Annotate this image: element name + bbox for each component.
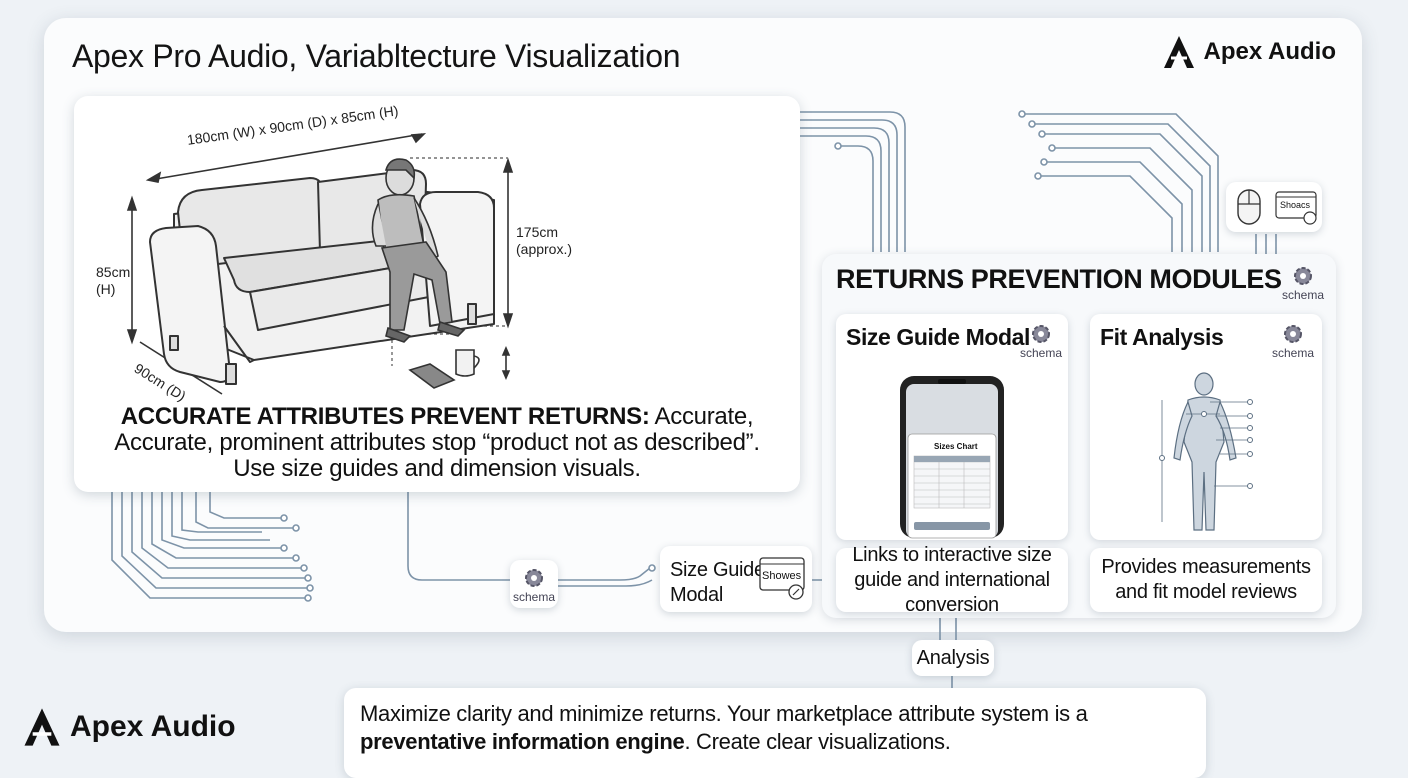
schema-label: schema: [1020, 346, 1063, 360]
modules-title: RETURNS PREVENTION MODULES: [836, 264, 1282, 294]
summary-text: Maximize clarity and minimize returns. Y…: [360, 700, 1190, 756]
schema-node[interactable]: schema: [510, 560, 558, 608]
mouse-icon: [1237, 189, 1317, 225]
size-guide-node-line2: Modal: [670, 584, 723, 606]
brand-logo-bottom: Apex Audio: [22, 706, 236, 748]
apex-logo-icon: [24, 708, 60, 746]
page-title: Apex Pro Audio, Variabltecture Visualiza…: [72, 38, 681, 74]
dimension-person-note: (approx.): [516, 241, 573, 257]
brand-name: Apex Audio: [70, 710, 236, 743]
brand-name: Apex Audio: [1203, 38, 1336, 65]
size-guide-schema-badge: schema: [1020, 322, 1062, 360]
hero-line3: Use size guides and dimension visuals.: [233, 455, 641, 482]
gear-icon: [1284, 325, 1303, 343]
hero-line1-rest: Accurate,: [649, 403, 754, 430]
dimension-height: 85cm (H): [96, 264, 130, 298]
dimension-height-value: 85cm: [96, 264, 131, 280]
smartphone-size-chart[interactable]: [898, 374, 1006, 540]
analysis-node[interactable]: Analysis: [912, 640, 994, 676]
modules-schema-badge: schema: [1282, 264, 1324, 302]
mini-card-button: Shoacs: [1280, 200, 1311, 210]
dimension-person: 175cm (approx.): [516, 224, 572, 258]
summary-emphasis: preventative information engine: [360, 729, 685, 754]
fit-analysis-description: Provides measurements and fit model revi…: [1090, 548, 1322, 612]
fit-analysis-module-title: Fit Analysis: [1100, 324, 1224, 350]
apex-logo-icon: [1163, 36, 1194, 68]
hero-line2: Accurate, prominent attributes stop “pro…: [114, 429, 760, 456]
dimension-height-unit: (H): [96, 281, 116, 297]
schema-label: schema: [1282, 288, 1325, 302]
summary-line2-rest: . Create clear visualizations.: [684, 729, 951, 754]
gear-icon: [1032, 325, 1051, 343]
dimension-person-value: 175cm: [516, 224, 559, 240]
fit-analysis-schema-badge: schema: [1272, 322, 1314, 360]
gear-icon: [525, 569, 543, 587]
schema-label: schema: [1272, 346, 1315, 360]
size-guide-node-label: Size Guide Modal: [670, 558, 765, 608]
size-guide-node-button: Showes: [762, 570, 802, 582]
summary-line1: Maximize clarity and minimize returns. Y…: [360, 701, 1088, 726]
browser-window-icon: [759, 557, 805, 600]
hero-headline: ACCURATE ATTRIBUTES PREVENT RETURNS:: [120, 403, 650, 430]
size-guide-modal-node[interactable]: Size Guide Modal Showes: [660, 546, 812, 612]
size-guide-module-title: Size Guide Modal: [846, 324, 1031, 350]
brand-logo-top: Apex Audio: [1162, 34, 1336, 70]
summary-card: Maximize clarity and minimize returns. Y…: [344, 688, 1206, 778]
schema-node-label: schema: [512, 590, 556, 604]
sofa-dimension-illustration: [126, 133, 514, 395]
mini-ui-card[interactable]: Shoacs: [1226, 182, 1322, 232]
gear-icon: [1294, 267, 1313, 285]
phone-popup-title: Sizes Chart: [934, 442, 978, 451]
size-guide-description: Links to interactive size guide and inte…: [836, 544, 1068, 616]
hero-description: ACCURATE ATTRIBUTES PREVENT RETURNS: Acc…: [74, 404, 800, 482]
hero-card: 180cm (W) x 90cm (D) x 85cm (H) 175cm (a…: [74, 96, 800, 492]
body-measurement-icon: [1159, 372, 1253, 531]
size-guide-node-line1: Size Guide: [670, 559, 765, 581]
